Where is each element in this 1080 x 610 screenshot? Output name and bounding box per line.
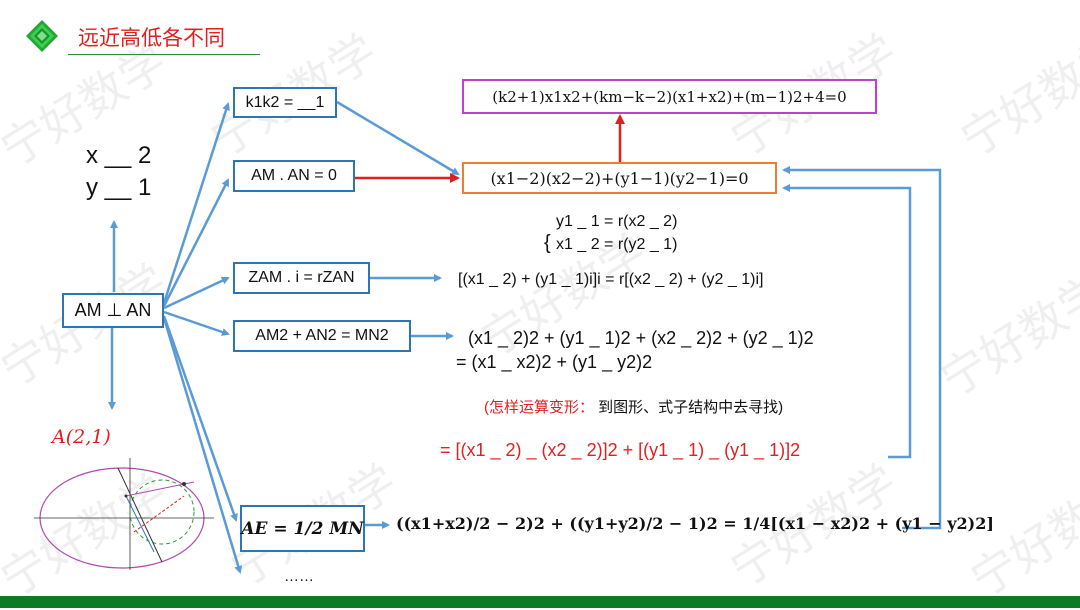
page-title: 远近高低各不同 (78, 26, 225, 50)
system-line-2: x1 _ 2 = r(y2 _ 1) (556, 236, 678, 253)
hint-black: 到图形、式子结构中去寻找) (598, 399, 784, 416)
point-label: A(2,1) (52, 426, 111, 448)
main-result-box: (x1−2)(x2−2)+(y1−1)(y2−1)=0 (462, 162, 777, 194)
diamond-logo-icon (26, 20, 58, 52)
bottom-bar (0, 596, 1080, 608)
system-line-1: y1 _ 1 = r(x2 _ 2) (556, 213, 678, 230)
title-underline (68, 54, 260, 55)
more-ellipsis: …… (284, 568, 314, 585)
pyth-result-line-2: = (x1 _ x2)2 + (y1 _ y2)2 (456, 352, 653, 372)
hint-red: (怎样运算变形： (484, 399, 594, 416)
coord-y: y __ 1 (86, 174, 152, 201)
hint-text: (怎样运算变形： 到图形、式子结构中去寻找) (484, 396, 783, 417)
ellipse-figure-icon (34, 458, 214, 570)
pythagoras-box: AM2 + AN2 = MN2 (233, 320, 411, 352)
pyth-result-line-1: (x1 _ 2)2 + (y1 _ 1)2 + (x2 _ 2)2 + (y2 … (468, 328, 814, 348)
coord-x: x __ 2 (86, 142, 152, 169)
top-result-box: (k2+1)x1x2+(km−k−2)(x1+x2)+(m−1)2+4=0 (462, 79, 877, 114)
median-box: AE = 1/2 MN (240, 505, 365, 552)
system-brace: { (544, 232, 551, 254)
median-result: ((x1+x2)/2 − 2)2 + ((y1+y2)/2 − 1)2 = 1/… (396, 514, 994, 533)
perp-box: AM ⊥ AN (62, 293, 164, 328)
complex-result: [(x1 _ 2) + (y1 _ 1)i]i = r[(x2 _ 2) + (… (458, 271, 764, 288)
vector-box: AM . AN = 0 (233, 160, 355, 192)
red-equation: = [(x1 _ 2) _ (x2 _ 2)]2 + [(y1 _ 1) _ (… (440, 440, 801, 460)
slope-box: k1k2 = __1 (233, 87, 337, 118)
complex-box: ZAM . i = rZAN (233, 262, 370, 294)
